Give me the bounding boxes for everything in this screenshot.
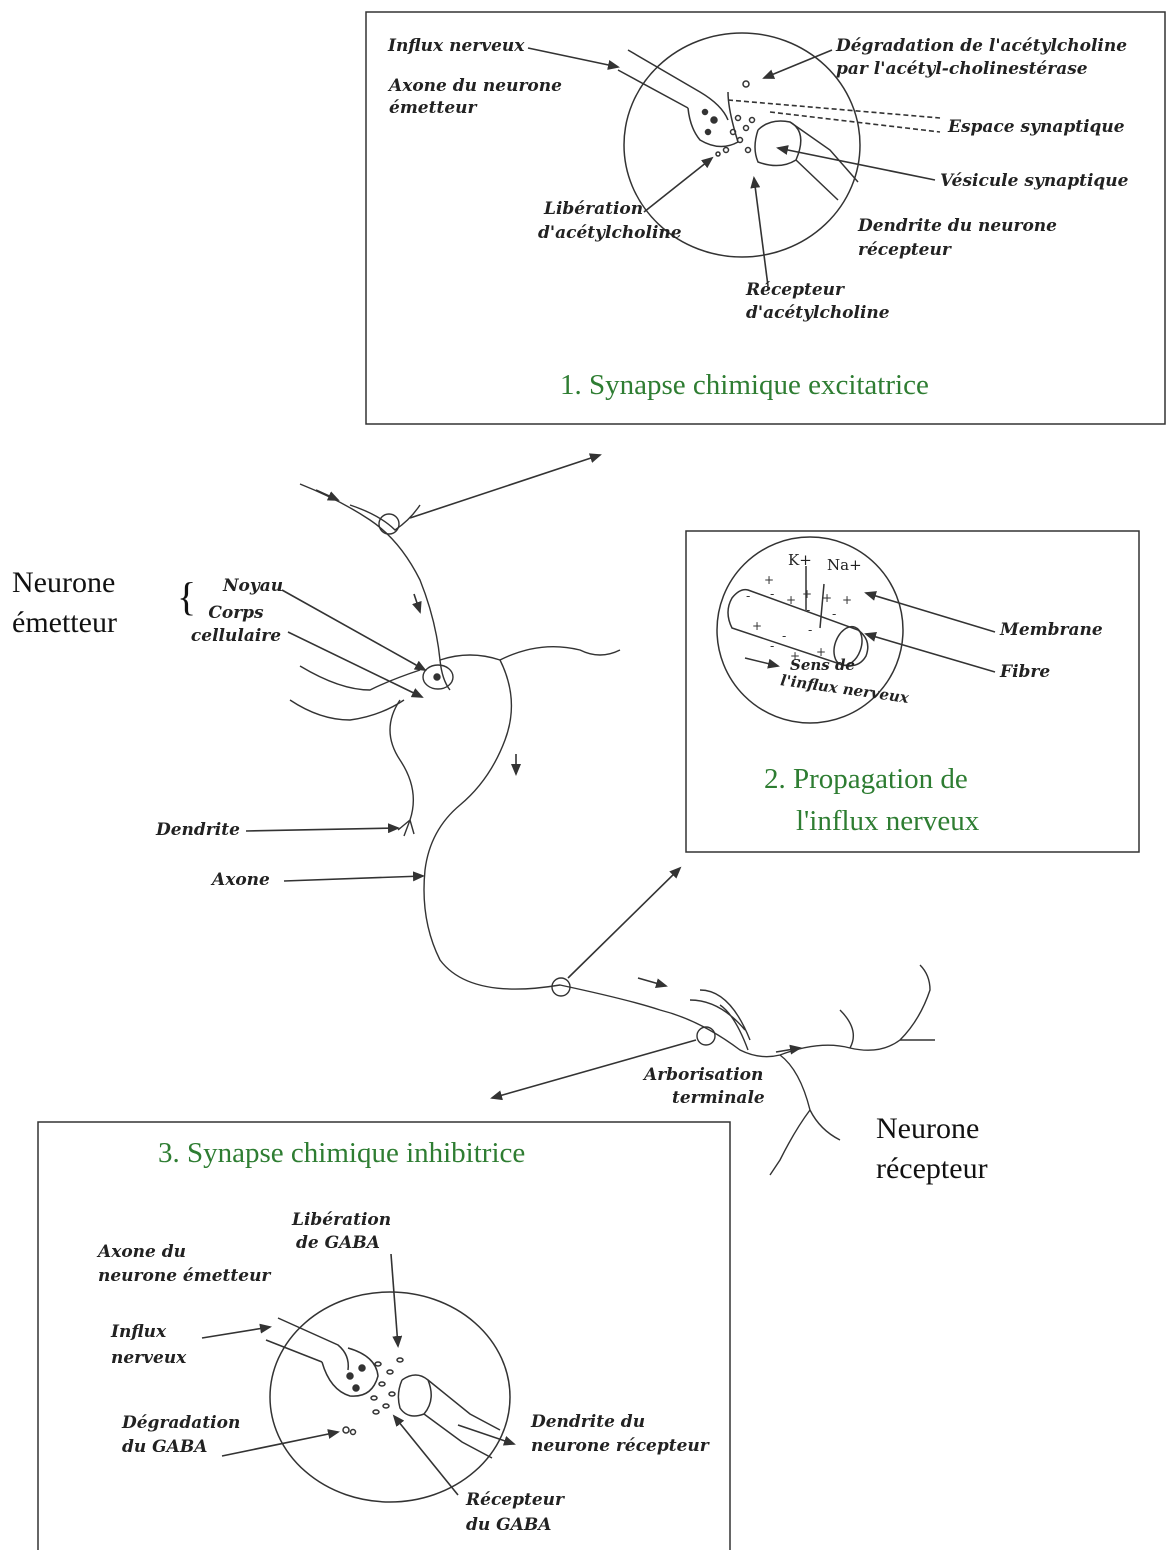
p1-recepteur-label-1: Récepteur <box>746 280 844 300</box>
svg-text:+: + <box>764 573 774 587</box>
p3-influx-label-2: nerveux <box>111 1348 186 1368</box>
svg-text:-: - <box>806 603 810 617</box>
p1-espace-label: Espace synaptique <box>948 117 1125 137</box>
p1-influx-label: Influx nerveux <box>388 36 524 56</box>
p3-recepteur-label-1: Récepteur <box>466 1490 564 1510</box>
p1-vesicule-label: Vésicule synaptique <box>940 171 1128 191</box>
p3-degradation-label-1: Dégradation <box>122 1413 240 1433</box>
p3-liberation-label-2: de GABA <box>296 1233 380 1253</box>
arborisation-label-1: Arborisation <box>644 1065 763 1085</box>
p3-degradation-label-2: du GABA <box>122 1437 207 1457</box>
panel3-title: 3. Synapse chimique inhibitrice <box>158 1136 525 1171</box>
p1-axone-label-1: Axone du neurone <box>389 76 562 96</box>
svg-text:+: + <box>786 593 796 607</box>
svg-text:-: - <box>832 607 836 621</box>
svg-text:-: - <box>770 639 774 653</box>
p3-dendrite-label-1: Dendrite du <box>531 1412 645 1432</box>
corps-label-1: Corps <box>186 603 286 623</box>
p1-liberation-label-1: Libération <box>544 199 643 219</box>
p1-dendrite-label-2: récepteur <box>858 240 951 260</box>
svg-text:-: - <box>770 587 774 601</box>
p3-axone-label-2: neurone émetteur <box>98 1266 270 1286</box>
panel2-leaders <box>866 593 995 672</box>
panel2-title-1: 2. Propagation de <box>764 762 968 797</box>
p3-recepteur-label-2: du GABA <box>466 1515 551 1535</box>
panel3-leaders <box>202 1254 514 1495</box>
p1-degradation-label-2: par l'acétyl-cholinestérase <box>836 59 1088 79</box>
corps-label-2: cellulaire <box>186 626 286 646</box>
p2-fibre-label: Fibre <box>1000 662 1050 682</box>
svg-text:-: - <box>782 629 786 643</box>
p1-degradation-label-1: Dégradation de l'acétylcholine <box>836 36 1127 56</box>
svg-text:-: - <box>746 589 750 603</box>
dendrite-label: Dendrite <box>156 820 240 840</box>
p2-na-label: Na+ <box>827 556 862 574</box>
arborisation-label-2: terminale <box>672 1088 765 1108</box>
p1-dendrite-label-1: Dendrite du neurone <box>858 216 1057 236</box>
neurone-emetteur-label-1: Neurone <box>12 564 115 602</box>
svg-text:+: + <box>802 587 812 601</box>
svg-text:+: + <box>822 591 832 605</box>
p3-axone-label-1: Axone du <box>98 1242 186 1262</box>
p3-dendrite-label-2: neurone récepteur <box>531 1436 709 1456</box>
svg-text:+: + <box>842 593 852 607</box>
panel3-synapse-drawing <box>266 1292 510 1502</box>
neuron-leaders <box>246 455 800 1098</box>
p2-membrane-label: Membrane <box>1000 620 1103 640</box>
svg-text:-: - <box>808 623 812 637</box>
noyau-label: Noyau <box>223 576 283 596</box>
p2-k-label: K+ <box>788 551 812 569</box>
p2-sens-label-1: Sens de <box>790 656 855 674</box>
p3-influx-label-1: Influx <box>111 1322 166 1342</box>
svg-text:+: + <box>752 619 762 633</box>
p1-axone-label-2: émetteur <box>389 98 476 118</box>
panel2-title-2: l'influx nerveux <box>796 804 979 839</box>
neurone-recepteur-label-2: récepteur <box>876 1150 988 1188</box>
p1-recepteur-label-2: d'acétylcholine <box>746 303 890 323</box>
axone-label: Axone <box>212 870 270 890</box>
panel2-charges: +++ ++- --- +-- ++- <box>746 573 852 663</box>
neurone-recepteur-label-1: Neurone <box>876 1110 979 1148</box>
neurone-emetteur-label-2: émetteur <box>12 604 117 642</box>
p1-liberation-label-2: d'acétylcholine <box>538 223 682 243</box>
p3-liberation-label-1: Libération <box>292 1210 391 1230</box>
panel1-title: 1. Synapse chimique excitatrice <box>560 368 929 403</box>
